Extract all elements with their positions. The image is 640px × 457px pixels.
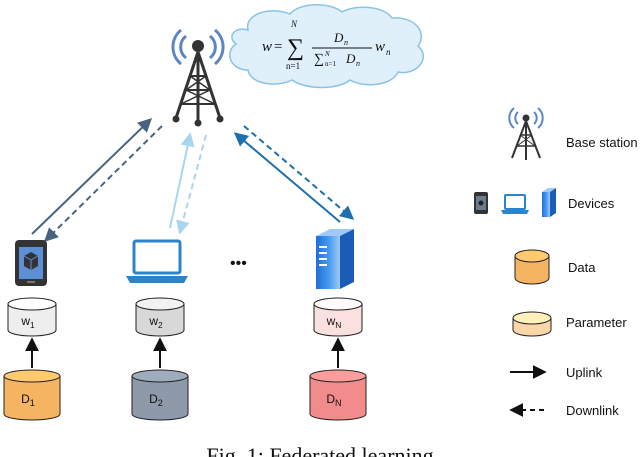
- data-cylinder-2: D2: [131, 369, 189, 421]
- data-cylinder-3: DN: [309, 369, 367, 421]
- parameter-cylinder-2-label: w2: [148, 314, 163, 330]
- parameter-cylinder-1-label: w1: [20, 314, 35, 330]
- formula-sum-symbol: ∑: [287, 35, 304, 61]
- parameter-cylinder-3: wN: [313, 297, 363, 337]
- legend-parameter-cylinder-icon: [512, 311, 552, 337]
- data-cylinder-1: D1: [3, 369, 61, 421]
- downlink-arrow-client-1: [44, 125, 163, 242]
- formula-equals: =: [274, 39, 282, 55]
- legend-downlink-label: Downlink: [566, 403, 619, 418]
- formula-weight-sub: n: [386, 47, 391, 57]
- formula-sum-upper: N: [290, 19, 298, 29]
- parameter-cylinder-1: w1: [7, 297, 57, 337]
- legend-base-station-label: Base station: [566, 135, 638, 150]
- downlink-arrow-client-n: [243, 125, 355, 220]
- legend-data-label: Data: [568, 260, 596, 275]
- formula-weight: w: [375, 39, 385, 55]
- legend-parameter-label: Parameter: [566, 315, 627, 330]
- legend-laptop-icon: [501, 194, 529, 214]
- formula-denominator-term: D: [345, 51, 356, 66]
- uplink-arrow-client-n: [233, 132, 341, 223]
- legend-data-cylinder-icon: [514, 249, 550, 285]
- formula-denominator-lower: n=1: [325, 60, 336, 68]
- legend-smartphone-icon: [474, 192, 488, 214]
- formula-lhs: w: [262, 39, 272, 55]
- figure-caption: Fig. 1: Federated learning: [206, 443, 433, 457]
- smartphone-icon: [15, 240, 47, 286]
- links: [31, 118, 355, 242]
- parameter-cylinder-2: w2: [135, 297, 185, 337]
- parameter-cylinder-3-label: wN: [326, 314, 342, 330]
- formula-numerator-sub: n: [344, 38, 348, 47]
- more-clients-ellipsis: •••: [230, 255, 247, 272]
- data-cylinder-2-label: D2: [149, 392, 163, 408]
- legend: Base station Devices Data Parameter Upli…: [474, 107, 638, 418]
- formula-denominator-sub: n: [356, 59, 360, 68]
- formula-sum-lower: n=1: [286, 61, 300, 71]
- legend-cylinders: [512, 249, 552, 337]
- uplink-arrow-client-2: [169, 132, 195, 229]
- aggregation-formula-cloud: w = N ∑ n=1 D n ∑ N n=1 D n w n: [229, 4, 425, 89]
- legend-base-station-icon: [508, 107, 544, 160]
- downlink-arrow-client-2: [176, 134, 207, 235]
- base-station-tower-icon: [171, 28, 225, 127]
- server-icon: [316, 229, 354, 289]
- formula-denominator-sum: ∑: [314, 52, 324, 67]
- legend-devices-label: Devices: [568, 196, 615, 211]
- data-cylinder-3-label: DN: [326, 392, 341, 408]
- uplink-arrow-client-1: [31, 118, 153, 235]
- legend-uplink-label: Uplink: [566, 365, 603, 380]
- formula-numerator: D: [333, 30, 344, 45]
- laptop-icon: [126, 239, 188, 283]
- formula-denominator-upper: N: [324, 50, 330, 58]
- data-cylinder-1-label: D1: [21, 392, 35, 408]
- legend-server-icon: [542, 188, 556, 217]
